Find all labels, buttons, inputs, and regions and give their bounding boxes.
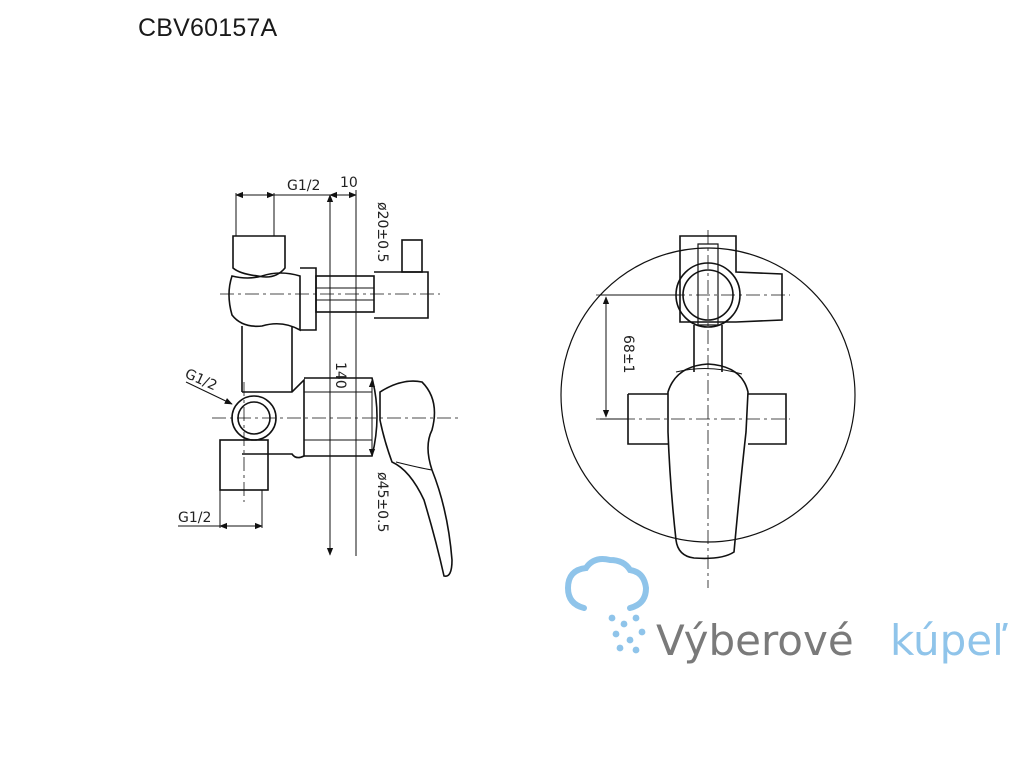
dim-140: 140 (332, 362, 348, 389)
watermark-word-2: kúpeľ (890, 616, 1008, 665)
front-view (560, 230, 856, 588)
watermark-word-1: Výberové (656, 616, 854, 665)
product-code-title: CBV60157A (138, 14, 278, 42)
dim-g12-top: G1/2 (287, 178, 320, 194)
dim-g12-mid: G1/2 (182, 366, 219, 394)
dim-d45: ø45±0.5 (374, 472, 390, 532)
dim-g12-bottom: G1/2 (178, 510, 211, 526)
dim-68: 68±1 (620, 335, 636, 373)
dim-d20: ø20±0.5 (374, 202, 390, 262)
shower-cloud-icon (564, 556, 650, 654)
side-view (178, 190, 460, 577)
dim-10: 10 (340, 175, 358, 191)
